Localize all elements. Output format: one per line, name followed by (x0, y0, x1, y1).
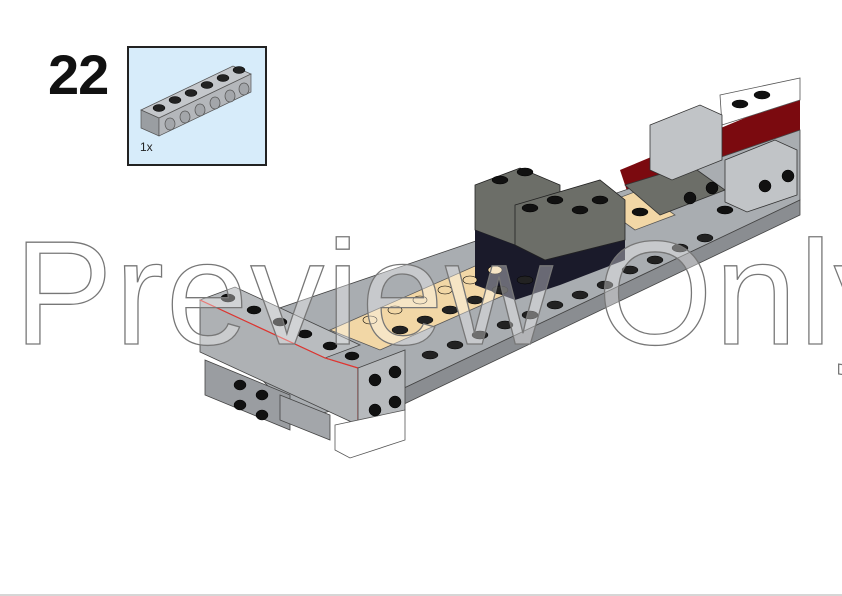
step-number: 22 (48, 43, 109, 106)
part-quantity: 1x (140, 140, 153, 154)
parts-callout: 1x (127, 46, 267, 166)
page-bottom-divider (0, 594, 842, 596)
technic-brick-1x6-icon (140, 65, 252, 137)
